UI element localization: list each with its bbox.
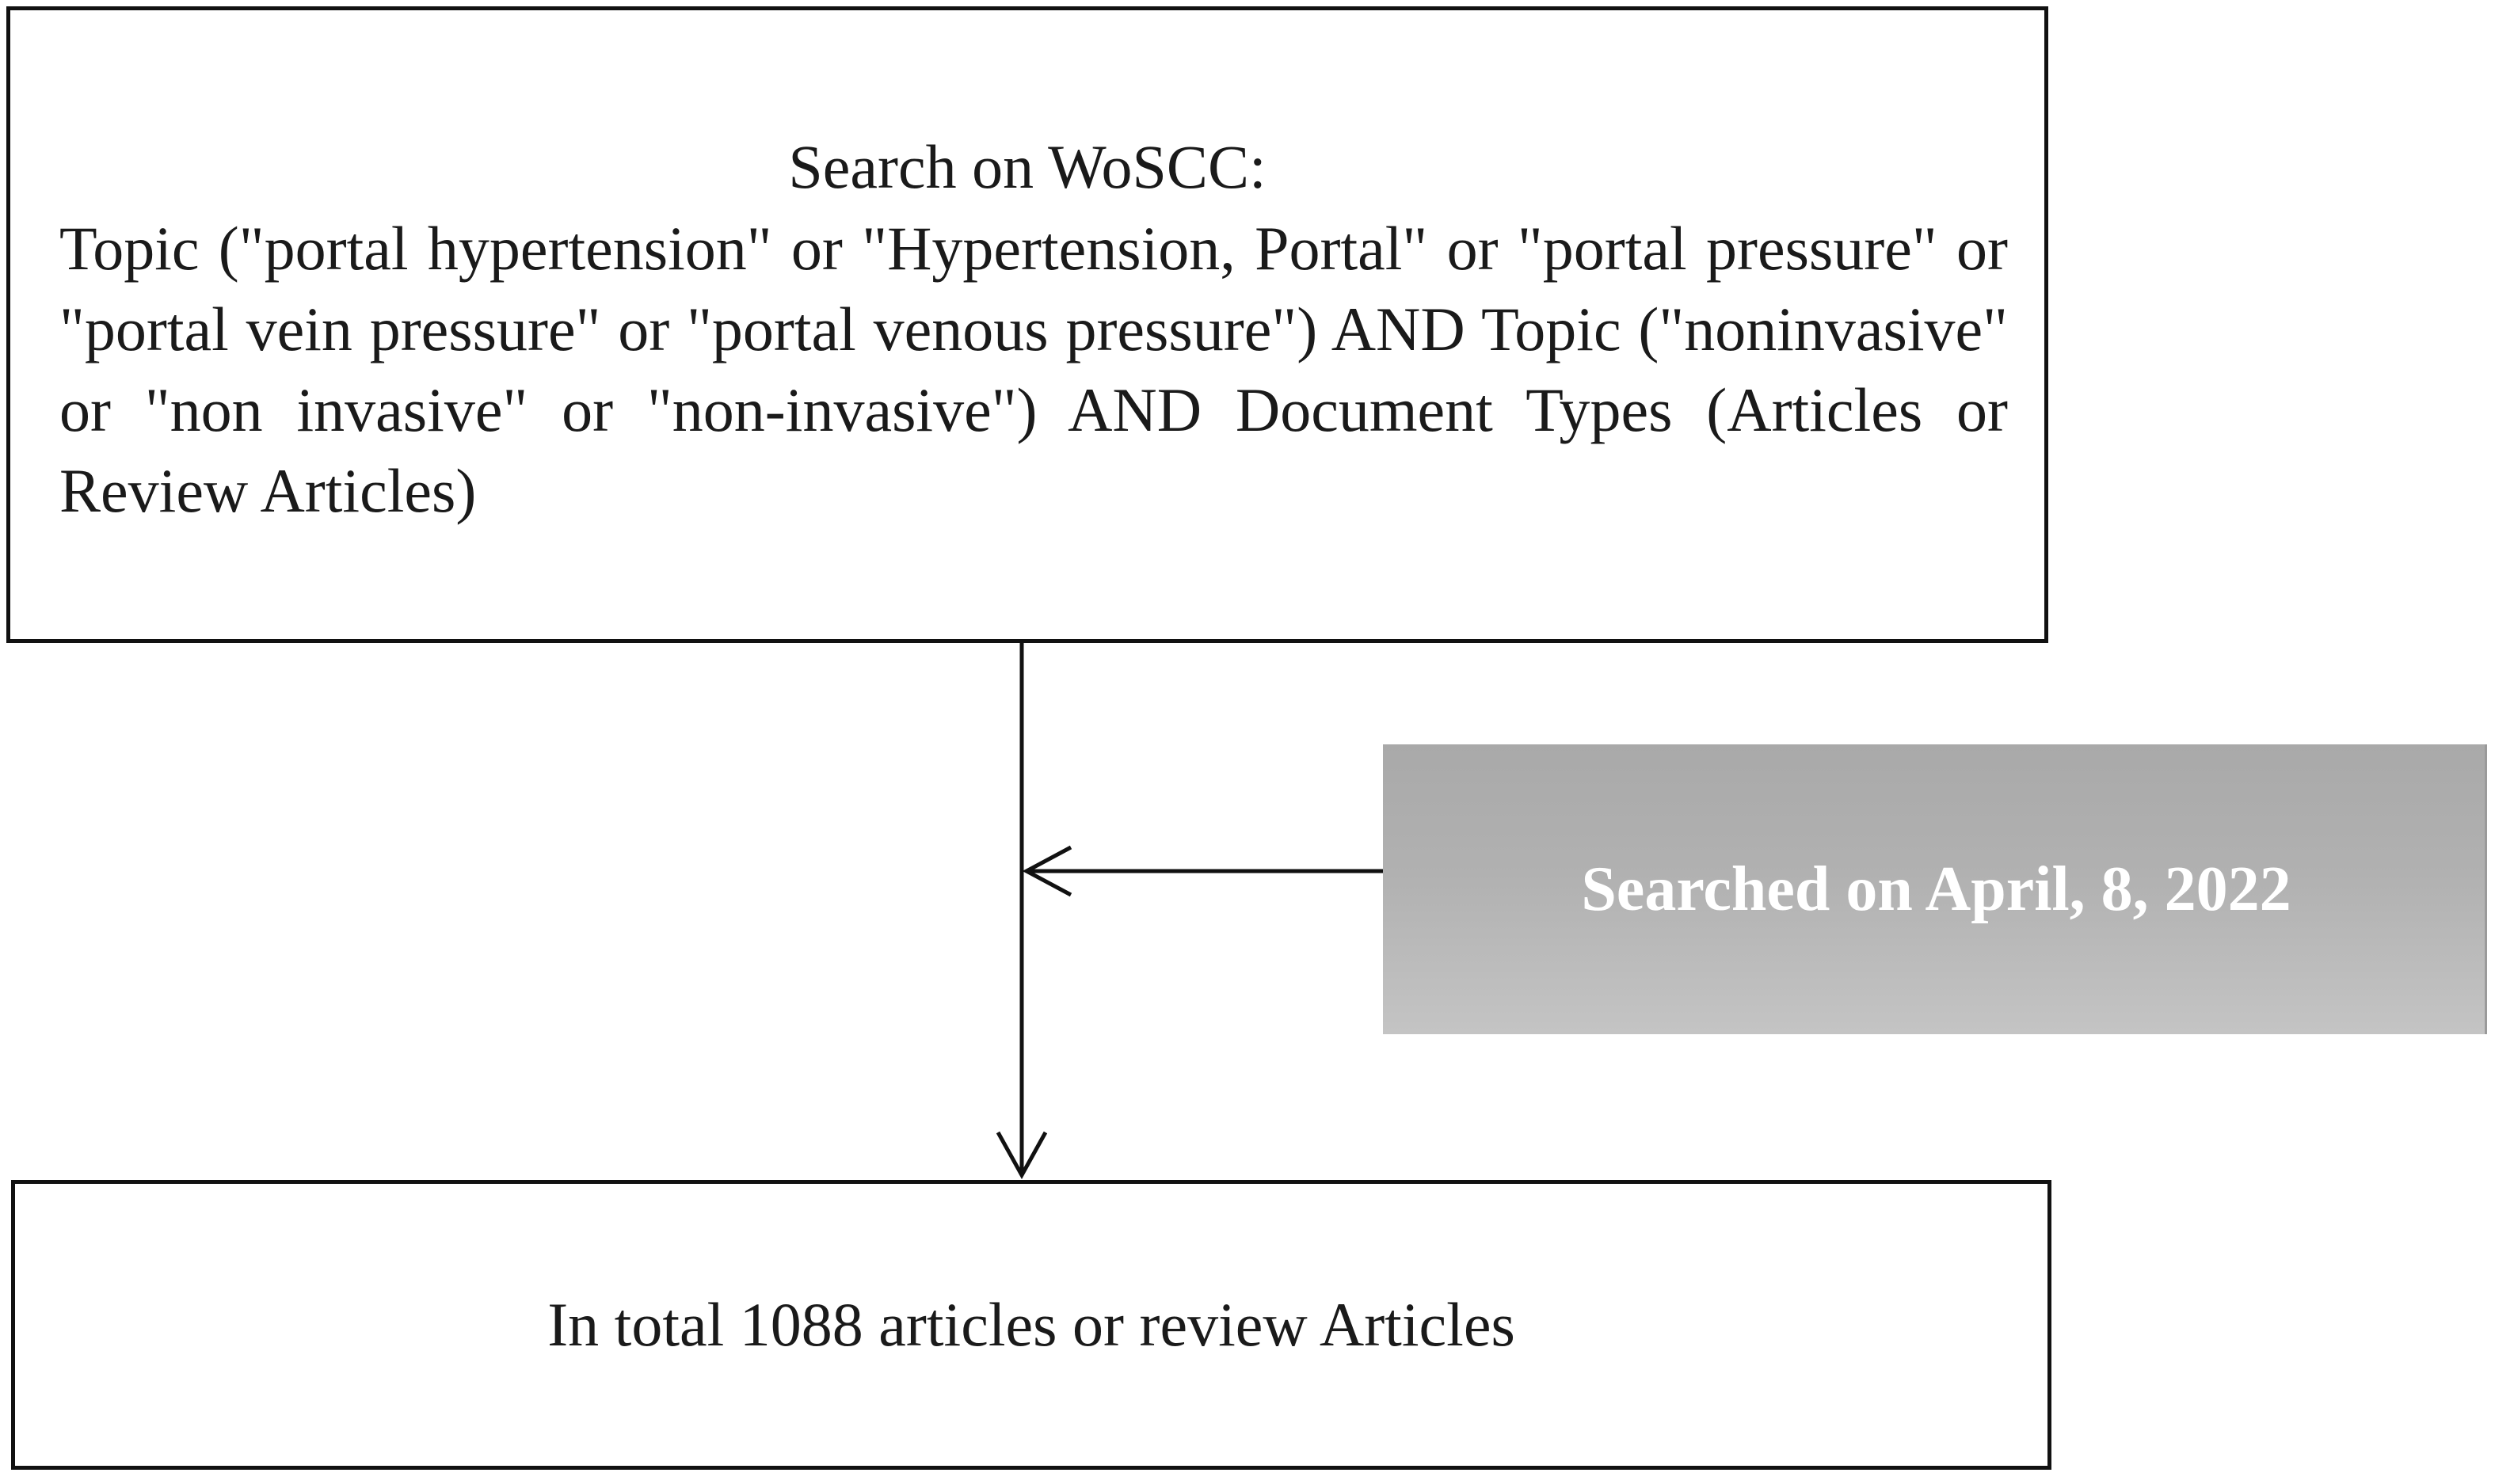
left-arrowhead [1022,845,1072,897]
result-box: In total 1088 articles or review Article… [11,1180,2051,1470]
search-criteria-box: Search on WoSCC: Topic ("portal hyperten… [6,6,2048,643]
search-heading: Search on WoSCC: [788,132,1267,201]
search-date-label: Searched on April, 8, 2022 [1581,854,2291,924]
down-arrowhead [996,1131,1048,1180]
search-query-text: Topic ("portal hypertension" or "Hyperte… [59,214,2008,525]
search-date-box: Searched on April, 8, 2022 [1383,744,2487,1034]
result-label: In total 1088 articles or review Article… [547,1290,1515,1359]
